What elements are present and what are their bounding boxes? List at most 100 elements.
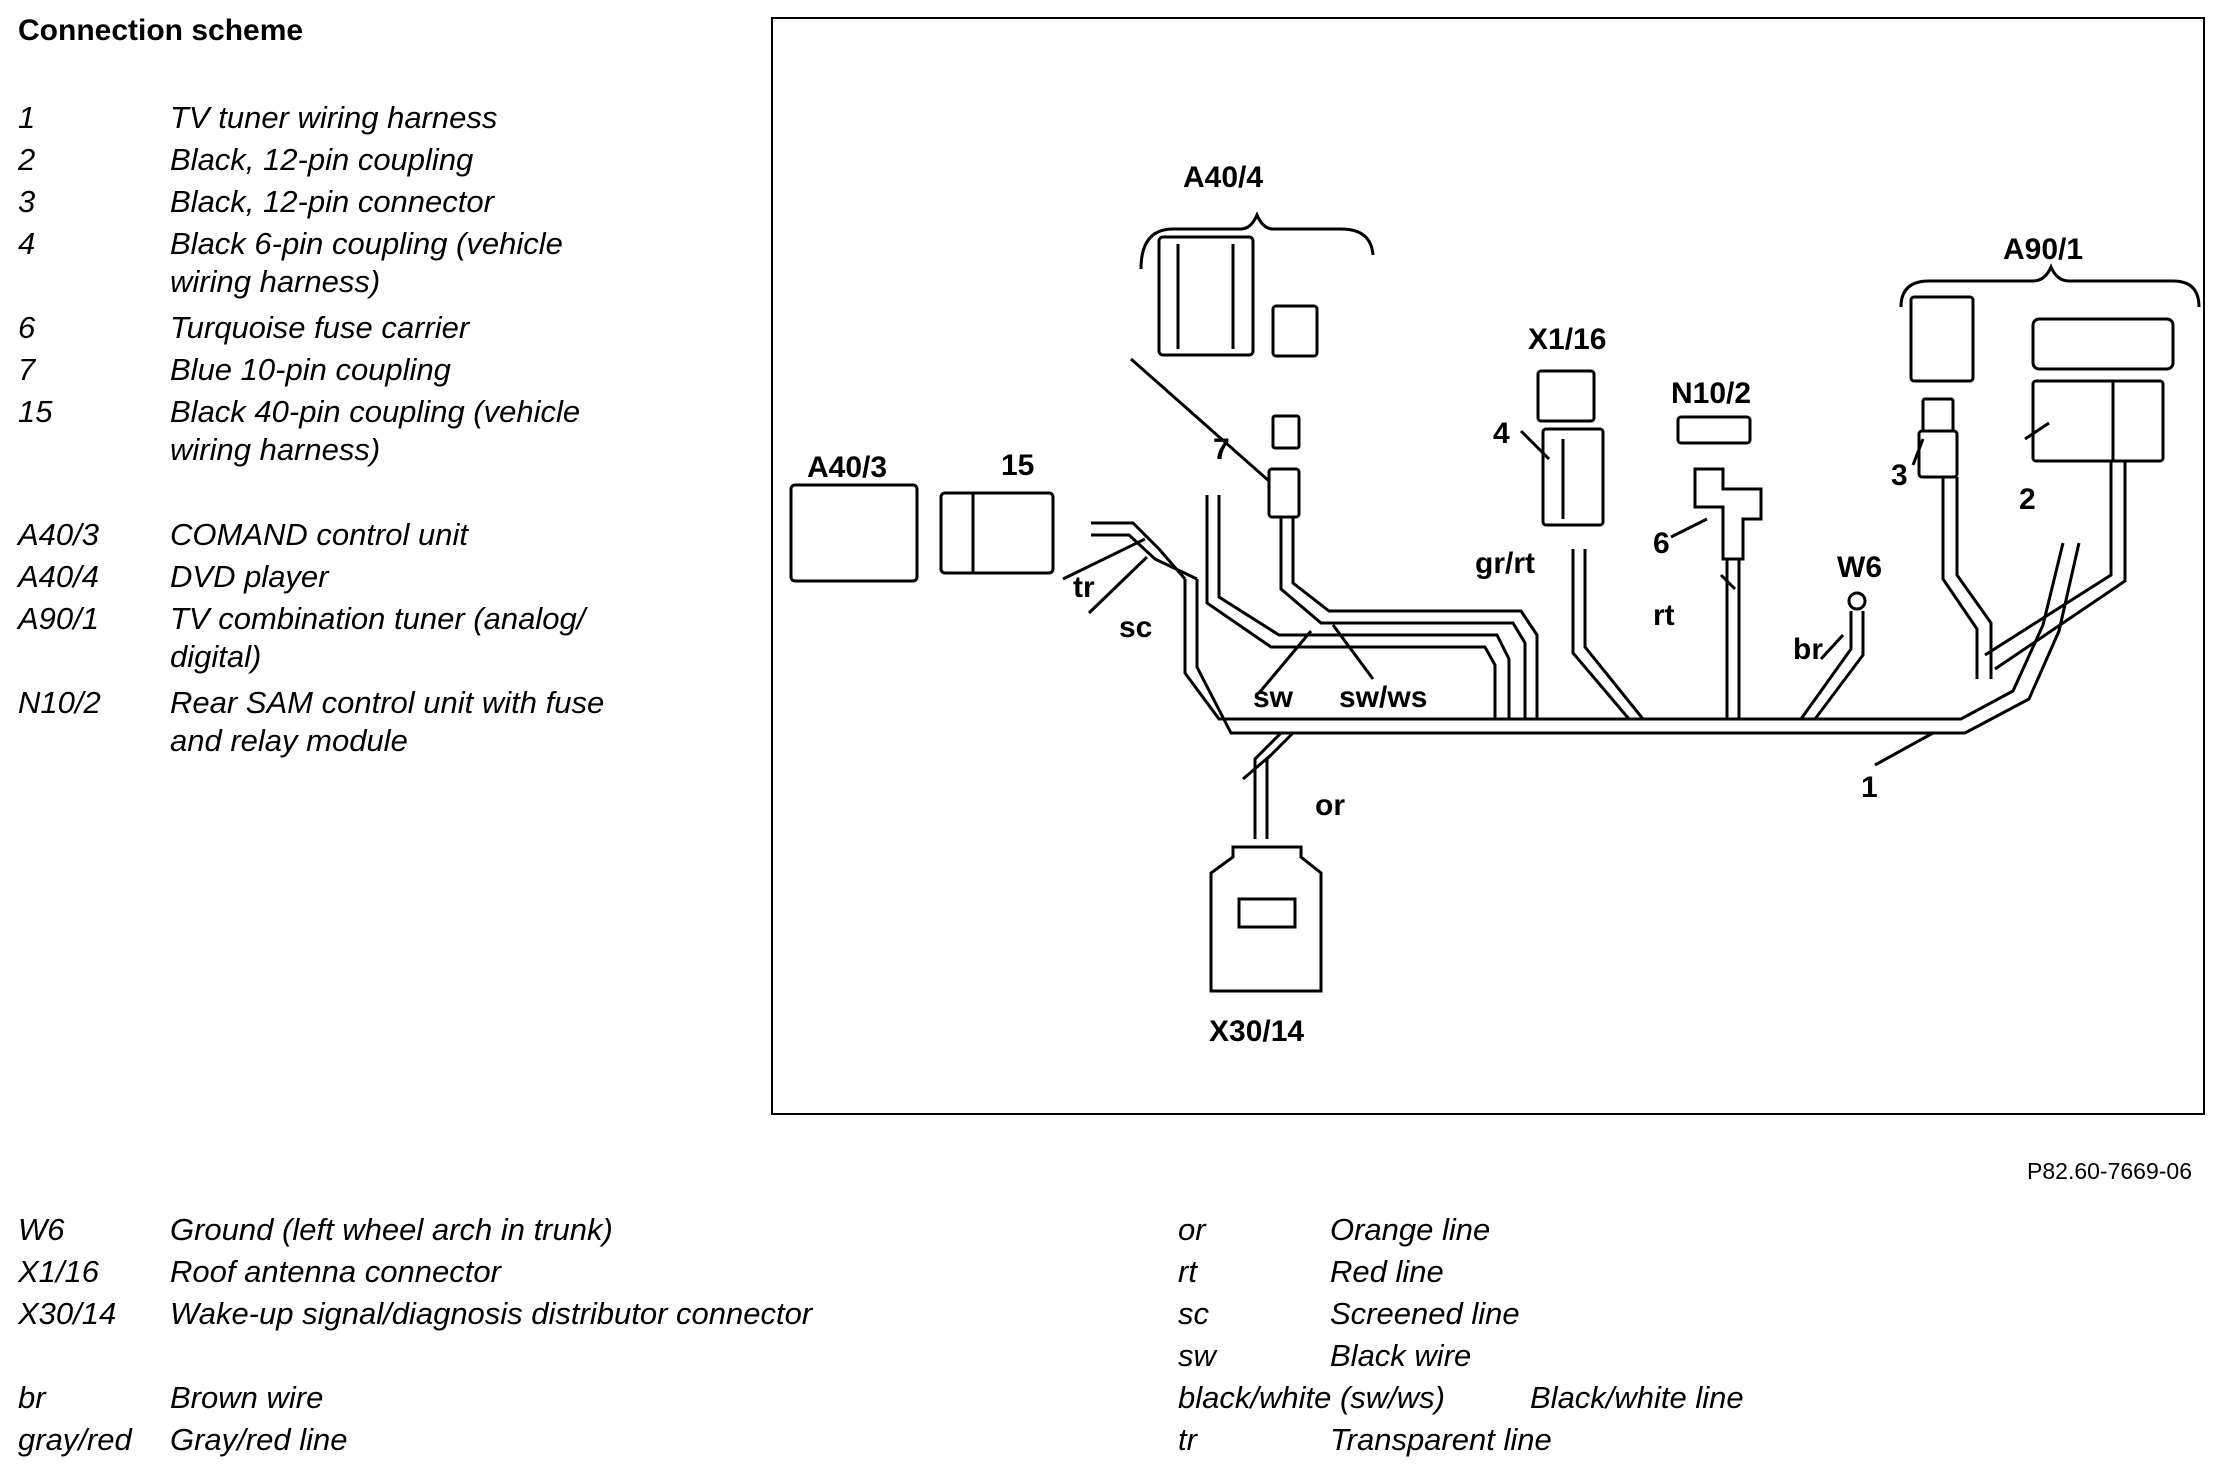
harness-main-lower <box>1195 542 2081 735</box>
legend-bottom-left-code: gray/red <box>18 1422 132 1457</box>
legend-top-code: 4 <box>18 226 36 261</box>
legend-top-code: A40/3 <box>18 517 100 552</box>
legend-top-code: 3 <box>18 184 36 219</box>
label-a90-1: A90/1 <box>2003 233 2083 266</box>
legend-top-code: 15 <box>18 394 53 429</box>
legend-bottom-left-code: W6 <box>18 1212 65 1247</box>
label-sw-ws: sw/ws <box>1339 681 1427 714</box>
legend-bottom-right-code: black/white (sw/ws) <box>1178 1380 1445 1415</box>
legend-bottom-left-code: X30/14 <box>18 1296 117 1331</box>
legend-top-code: 7 <box>18 352 36 387</box>
n10-2-fuse <box>1676 415 1752 445</box>
figure-reference: P82.60-7669-06 <box>2027 1158 2192 1184</box>
comand-connector <box>789 483 919 583</box>
branch-connector-3 <box>1941 477 1979 679</box>
legend-bottom-right-desc: Screened line <box>1330 1296 1520 1331</box>
x1-16-connector <box>1536 369 1596 423</box>
harness-main-upper <box>1183 542 2065 721</box>
legend-bottom-left-desc: Gray/red line <box>170 1422 348 1457</box>
legend-top-desc: Black, 12-pin coupling <box>170 142 474 177</box>
brace-a90-1 <box>1899 263 2201 308</box>
label-rt: rt <box>1653 599 1675 632</box>
coupling-15 <box>939 491 1055 575</box>
legend-top-desc: Blue 10-pin coupling <box>170 352 451 387</box>
x30-14-connector <box>1209 845 1323 993</box>
wiring-diagram: A40/4 A90/1 X1/16 N10/2 A40/3 15 7 4 3 2… <box>771 17 2205 1115</box>
legend-top-desc: COMAND control unit <box>170 517 469 552</box>
branch-sw-ws <box>1279 517 1527 719</box>
label-gr-rt: gr/rt <box>1475 547 1535 580</box>
legend-bottom-right-code: sw <box>1178 1338 1216 1373</box>
label-br: br <box>1793 633 1823 666</box>
page-title: Connection scheme <box>18 14 304 47</box>
branch-coupling-2 <box>1984 461 2113 657</box>
branch-gr-rt <box>1571 549 1631 720</box>
label-or: or <box>1315 789 1345 822</box>
branch-or <box>1253 731 1283 839</box>
legend-top-desc: and relay module <box>170 723 408 758</box>
legend-bottom-right-code: sc <box>1178 1296 1209 1331</box>
branch-sw <box>1205 495 1497 719</box>
legend-top-code: A40/4 <box>18 559 100 594</box>
legend-bottom-right-desc: Black wire <box>1330 1338 1472 1373</box>
legend-bottom-right-code: or <box>1178 1212 1206 1247</box>
label-coupling-2: 2 <box>2019 483 2036 516</box>
legend-top-code: 6 <box>18 310 36 345</box>
label-x1-16: X1/16 <box>1528 323 1606 356</box>
legend-bottom-left-desc: Ground (left wheel arch in trunk) <box>170 1212 613 1247</box>
legend-bottom-right-desc: Black/white line <box>1530 1380 1744 1415</box>
legend-bottom-left-code: br <box>18 1380 46 1415</box>
label-a40-3: A40/3 <box>807 451 887 484</box>
legend-bottom-right-desc: Transparent line <box>1330 1422 1552 1457</box>
legend-top-code: 2 <box>18 142 36 177</box>
legend-bottom-right-code: rt <box>1178 1254 1197 1289</box>
legend-bottom-left-desc: Brown wire <box>170 1380 324 1415</box>
label-x30-14: X30/14 <box>1209 1015 1304 1048</box>
label-w6: W6 <box>1837 551 1882 584</box>
label-n10-2: N10/2 <box>1671 377 1751 410</box>
fuse-carrier-6 <box>1693 467 1763 561</box>
legend-top-desc: wiring harness) <box>170 432 381 467</box>
label-sw: sw <box>1253 681 1294 714</box>
legend-top-desc: Rear SAM control unit with fuse <box>170 685 605 720</box>
label-coupling-15: 15 <box>1001 449 1034 482</box>
dvd-connector-small <box>1271 304 1319 358</box>
coupling-7 <box>1267 467 1301 519</box>
legend-bottom-right-desc: Red line <box>1330 1254 1444 1289</box>
label-coupling-7: 7 <box>1213 433 1230 466</box>
coupling-4 <box>1541 427 1605 527</box>
coupling-2 <box>2031 379 2165 463</box>
brace-a40-4 <box>1139 211 1375 270</box>
legend-top-desc: Black 6-pin coupling (vehicle <box>170 226 563 261</box>
label-connector-3: 3 <box>1891 459 1908 492</box>
legend-top-code: A90/1 <box>18 601 100 636</box>
connector-3 <box>1921 397 1955 433</box>
legend-bottom-left-desc: Roof antenna connector <box>170 1254 501 1289</box>
tuner-connector-b <box>2031 317 2175 371</box>
branch-tr <box>1091 521 1187 580</box>
label-tr: tr <box>1073 571 1095 604</box>
dvd-connector-large <box>1157 235 1255 357</box>
legend-bottom-left-desc: Wake-up signal/diagnosis distributor con… <box>170 1296 813 1331</box>
connector-3-body <box>1917 429 1959 479</box>
tuner-connector-a <box>1909 295 1975 383</box>
wiring-diagram-canvas: A40/4 A90/1 X1/16 N10/2 A40/3 15 7 4 3 2… <box>789 161 2201 1048</box>
legend-top-desc: wiring harness) <box>170 264 381 299</box>
label-harness-1: 1 <box>1861 771 1878 804</box>
coupling-7-top <box>1271 414 1301 450</box>
label-a40-4: A40/4 <box>1183 161 1263 194</box>
legend-top-desc: TV combination tuner (analog/ <box>170 601 586 636</box>
legend-top-desc: Turquoise fuse carrier <box>170 310 470 345</box>
label-sc: sc <box>1119 611 1152 644</box>
label-fuse-carrier-6: 6 <box>1653 527 1670 560</box>
legend-top-desc: Black 40-pin coupling (vehicle <box>170 394 581 429</box>
legend-top-desc: digital) <box>170 639 262 674</box>
legend-top-desc: DVD player <box>170 559 329 594</box>
legend-bottom-right-code: tr <box>1178 1422 1197 1457</box>
label-coupling-4: 4 <box>1493 417 1510 450</box>
legend-top-desc: Black, 12-pin connector <box>170 184 494 219</box>
branch-br <box>1799 611 1853 720</box>
legend-top-code: 1 <box>18 100 36 135</box>
legend-top-code: N10/2 <box>18 685 101 720</box>
legend-bottom-left-code: X1/16 <box>18 1254 100 1289</box>
